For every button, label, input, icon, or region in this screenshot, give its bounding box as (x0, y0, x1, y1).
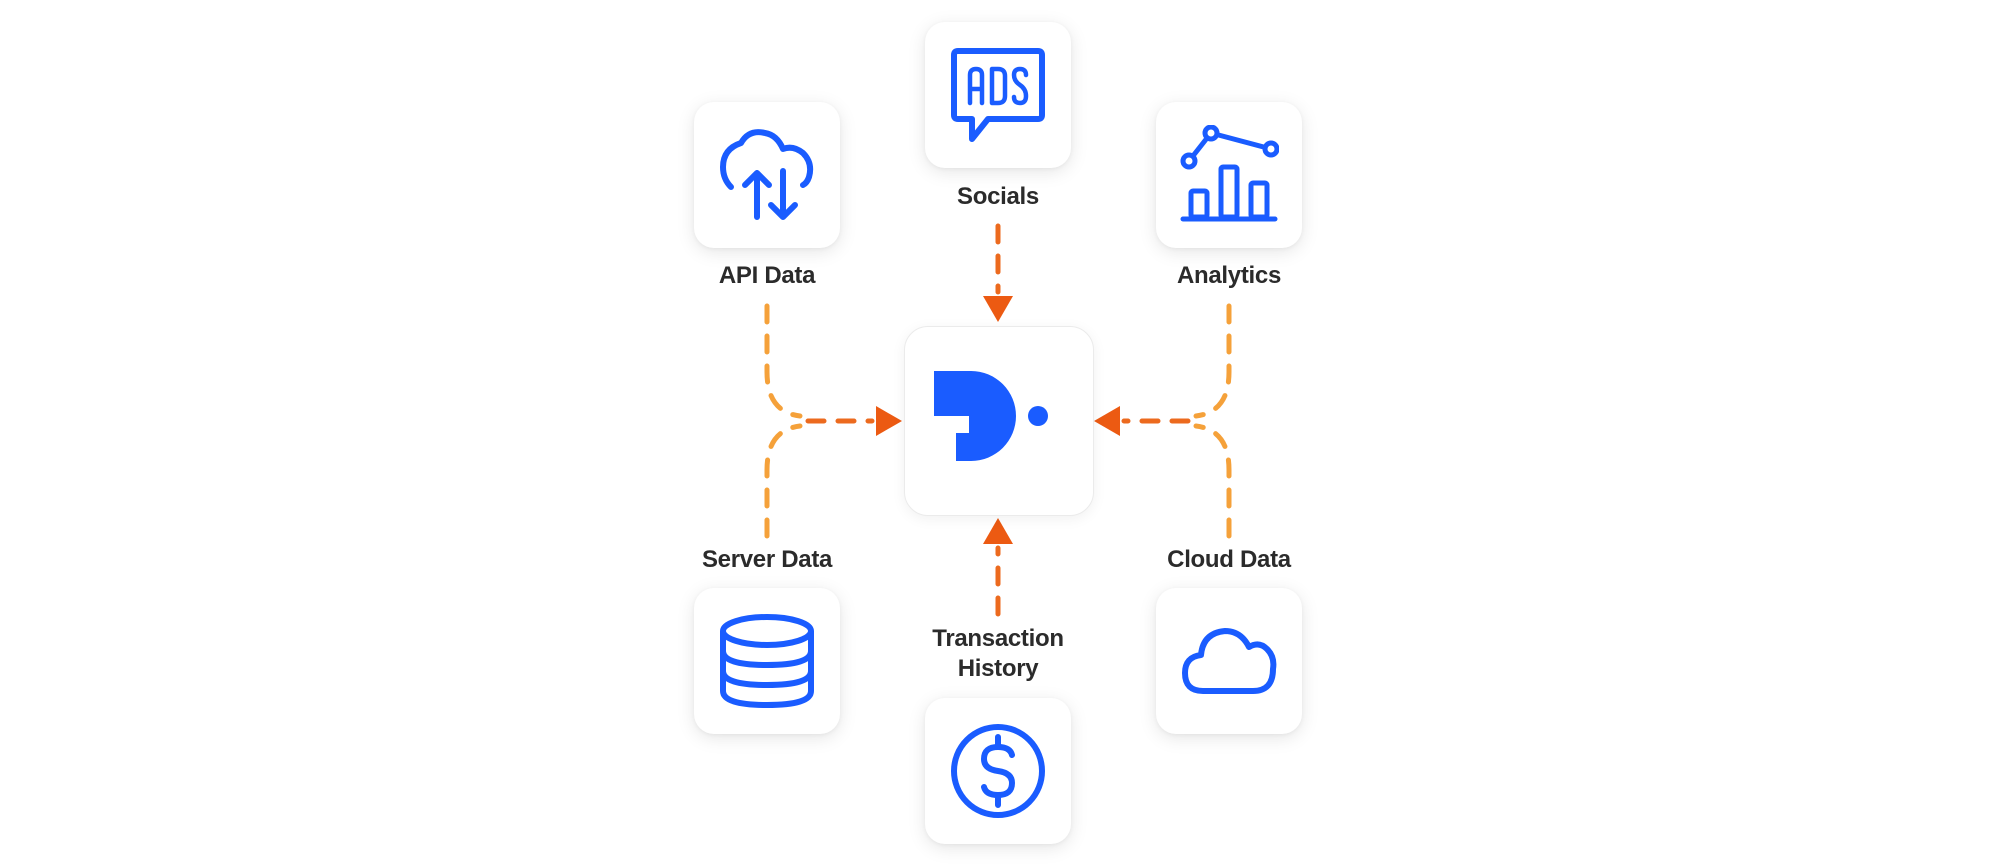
server-data-label: Server Data (701, 546, 833, 573)
socials-card (925, 22, 1071, 168)
transaction-history-label-line1: Transaction (932, 625, 1064, 652)
analytics-card (1156, 102, 1302, 248)
cloud-data-card (1156, 588, 1302, 734)
api-data-label: API Data (718, 262, 816, 289)
connector-server-data (764, 423, 803, 539)
arrowhead-left (876, 406, 902, 436)
connector-cloud-data (1193, 423, 1232, 539)
arrowhead-right (1094, 406, 1120, 436)
arrowhead-top (983, 296, 1013, 322)
cloud-data-label: Cloud Data (1167, 546, 1291, 573)
hub-card (904, 326, 1094, 516)
transaction-history-label: Transaction History (888, 624, 1108, 684)
dollar-coin-icon (951, 724, 1045, 818)
bar-line-chart-icon (1180, 125, 1279, 222)
cloud-icon (1182, 628, 1277, 694)
api-data-card (694, 102, 840, 248)
brand-logo-icon (934, 371, 1048, 461)
server-data-card (694, 588, 840, 734)
database-icon (720, 614, 814, 709)
ads-chat-icon (951, 48, 1045, 142)
arrowhead-bottom (983, 518, 1013, 544)
connector-api-data (764, 303, 803, 419)
transaction-history-label-line2: History (957, 655, 1039, 682)
transaction-history-card (925, 698, 1071, 844)
cloud-sync-icon (720, 129, 814, 220)
analytics-label: Analytics (1176, 262, 1281, 289)
socials-label: Socials (957, 183, 1039, 210)
connector-analytics (1193, 303, 1232, 419)
